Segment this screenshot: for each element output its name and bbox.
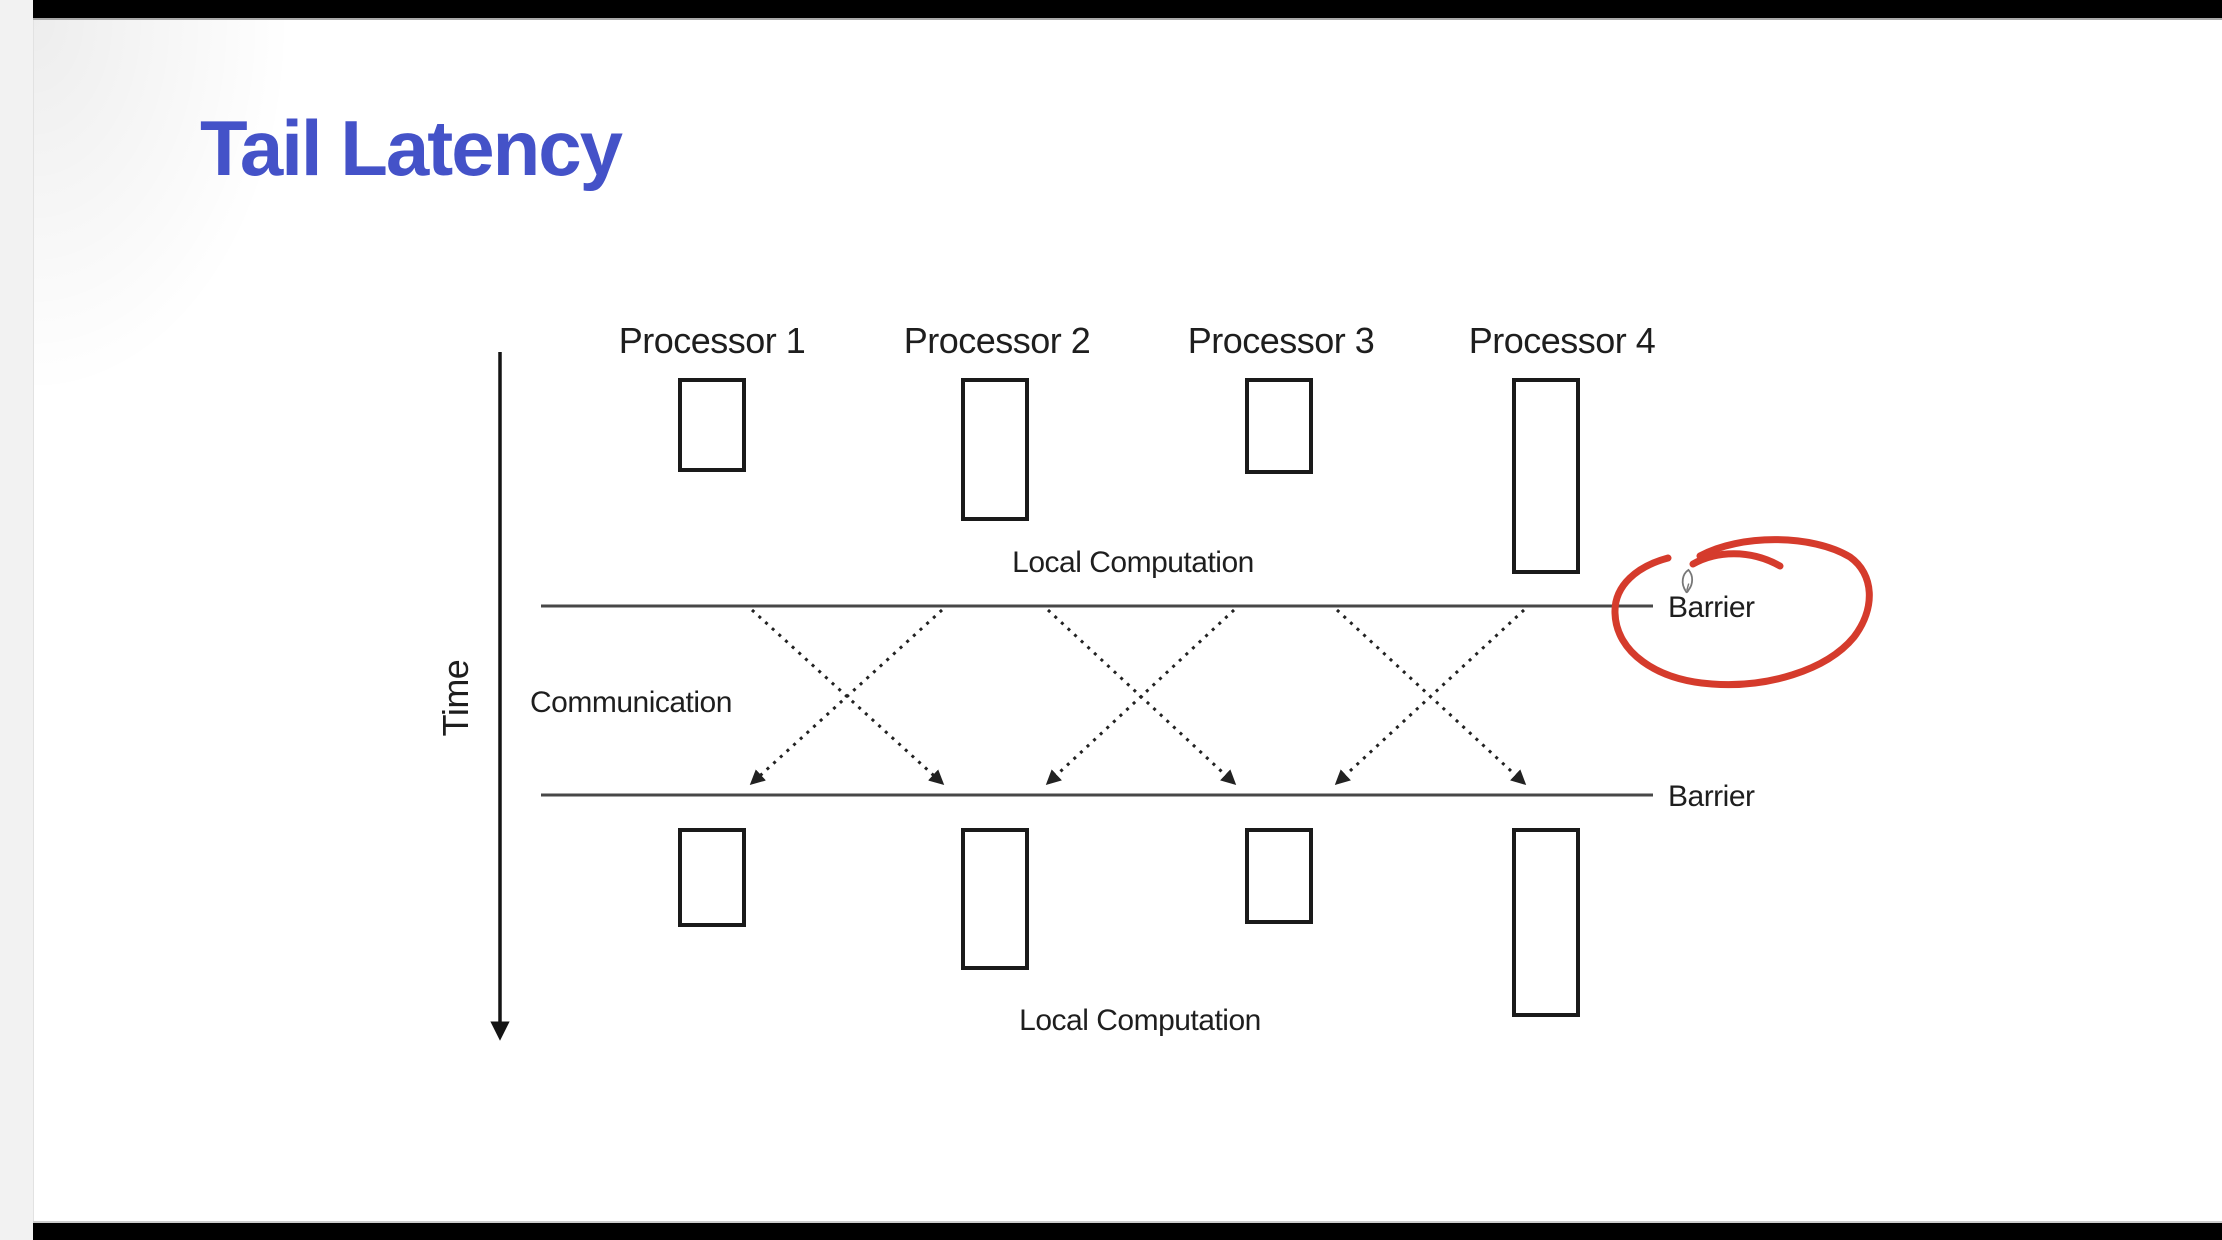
compute-box-row2-p1 <box>678 828 746 927</box>
page-title: Tail Latency <box>200 104 623 192</box>
compute-box-row1-p3 <box>1245 378 1313 474</box>
processor-1-label: Processor 1 <box>619 320 806 361</box>
processor-2-label: Processor 2 <box>904 320 1091 361</box>
red-circle-annotation <box>1611 536 1873 689</box>
processor-4-label: Processor 4 <box>1469 320 1656 361</box>
processor-3-label: Processor 3 <box>1188 320 1375 361</box>
compute-box-row1-p4 <box>1512 378 1580 574</box>
red-ink-loop <box>1611 536 1873 689</box>
message-arrow-p2-p1 <box>749 608 944 786</box>
pencil-icon <box>1681 568 1694 594</box>
bottom-letterbox-bar <box>33 1221 2222 1240</box>
compute-box-row1-p2 <box>961 378 1029 521</box>
message-arrow-p3-p2 <box>1045 608 1236 786</box>
communication-label: Communication <box>530 686 732 719</box>
message-arrow-p4-p3 <box>1334 608 1526 786</box>
local-computation-bottom-label: Local Computation <box>1019 1004 1261 1037</box>
compute-box-row2-p2 <box>961 828 1029 970</box>
compute-box-row2-p3 <box>1245 828 1313 924</box>
left-edge-strip <box>0 0 34 1240</box>
compute-box-row1-p1 <box>678 378 746 472</box>
local-computation-top-label: Local Computation <box>1012 546 1254 579</box>
top-letterbox-bar <box>33 0 2222 20</box>
compute-box-row2-p4 <box>1512 828 1580 1017</box>
time-axis-label: Time <box>435 660 476 737</box>
barrier-bottom-label: Barrier <box>1668 780 1755 813</box>
barrier-top-label: Barrier <box>1668 591 1755 624</box>
red-ink-tail <box>1689 550 1784 570</box>
